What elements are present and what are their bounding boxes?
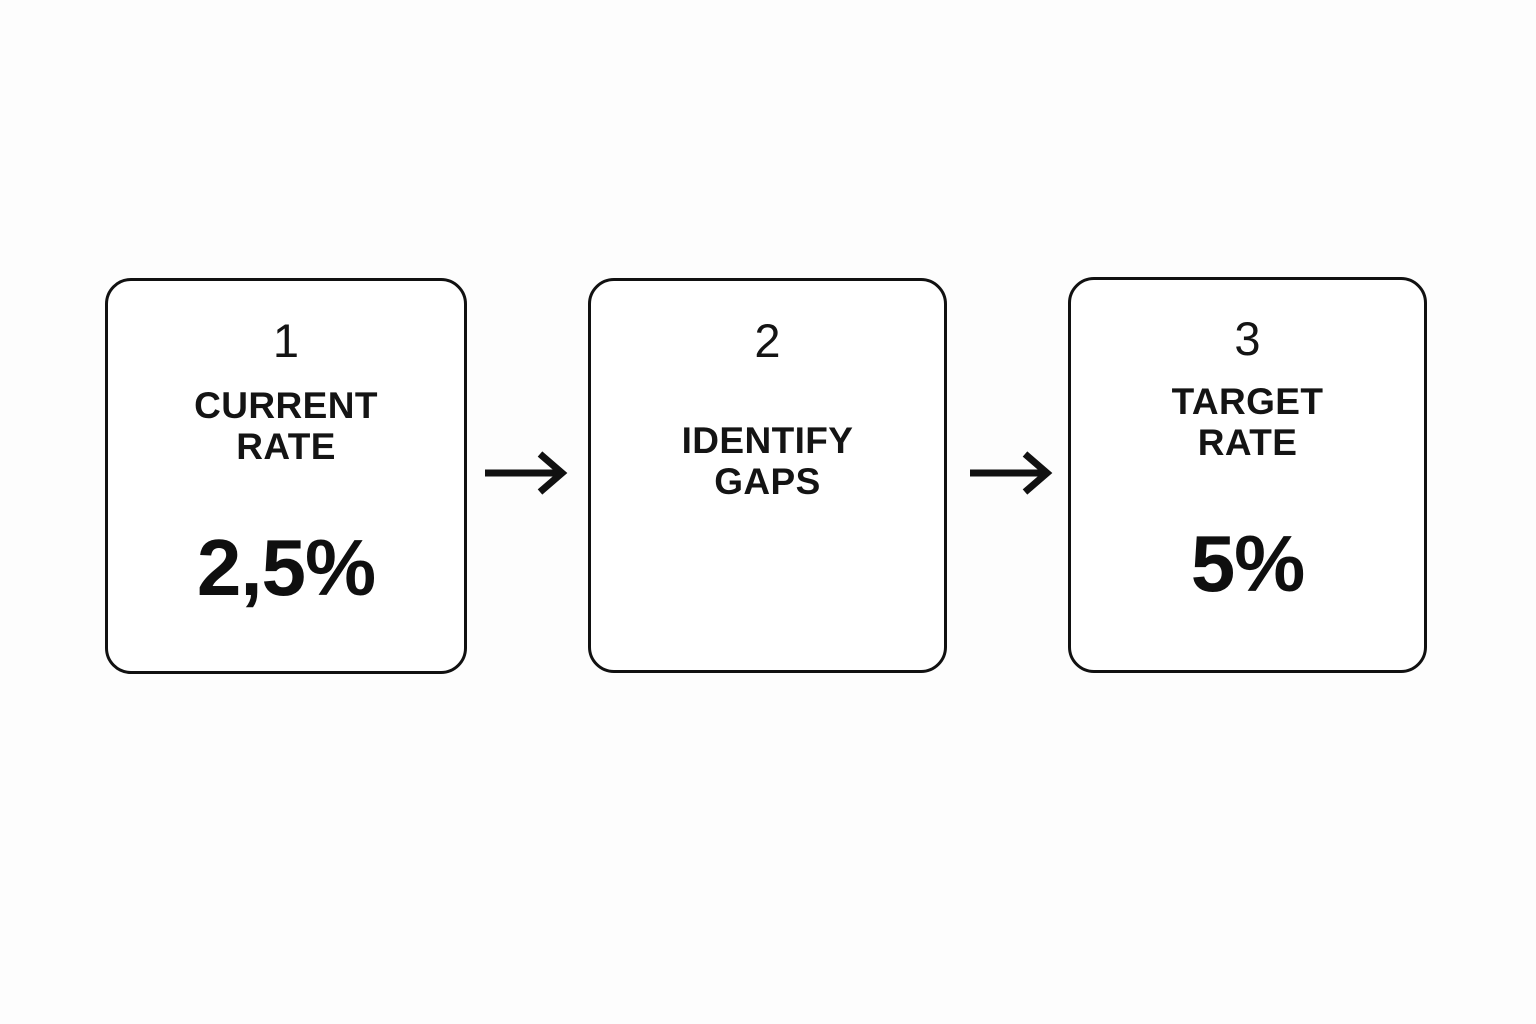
step-value-1: 2,5%: [196, 522, 376, 612]
step-label-1: CURRENT RATE: [194, 385, 378, 468]
arrow-step2-to-step3-icon: [966, 446, 1054, 500]
step-label-2: IDENTIFY GAPS: [681, 420, 854, 503]
step-box-3[interactable]: 3 TARGET RATE 5%: [1068, 277, 1427, 673]
arrow-step1-to-step2-icon: [481, 446, 569, 500]
step-number-1: 1: [272, 314, 300, 367]
step-label-3: TARGET RATE: [1171, 381, 1324, 464]
step-box-2[interactable]: 2 IDENTIFY GAPS: [588, 278, 947, 673]
step-box-1[interactable]: 1 CURRENT RATE 2,5%: [105, 278, 467, 674]
step-value-3: 5%: [1190, 518, 1306, 608]
step-number-2: 2: [754, 314, 781, 367]
step-number-3: 3: [1234, 312, 1261, 365]
